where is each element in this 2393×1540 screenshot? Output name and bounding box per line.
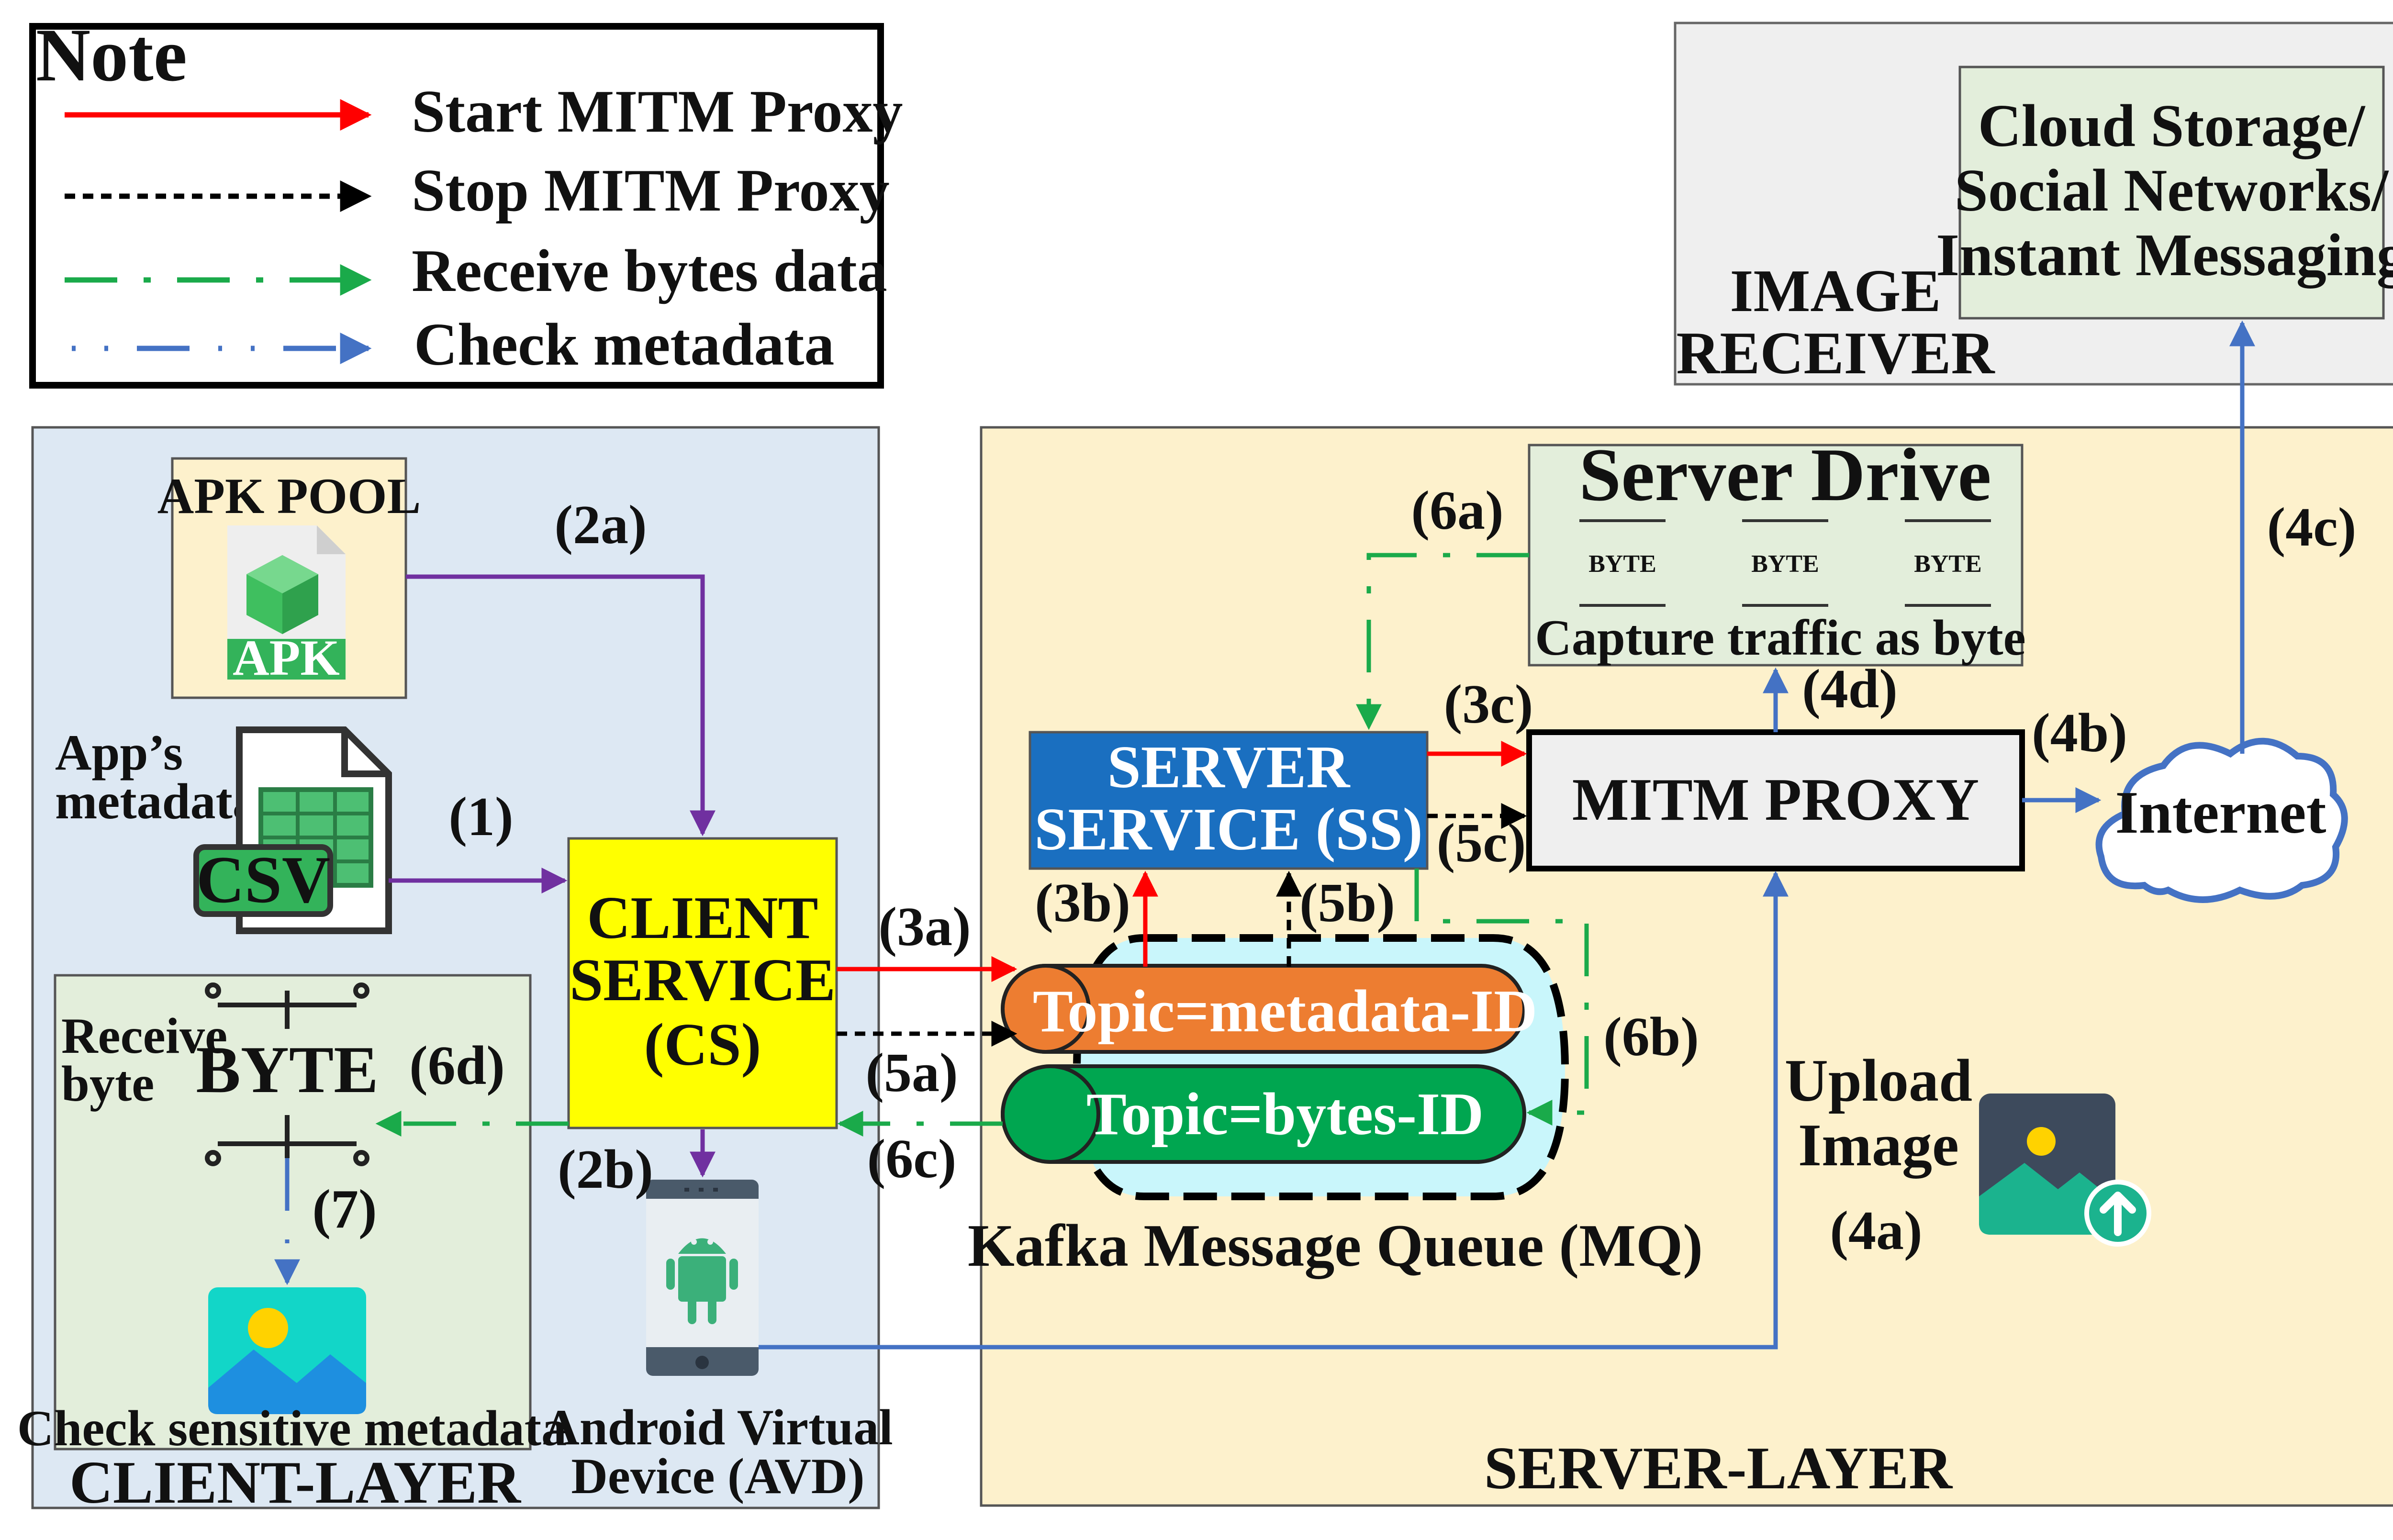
byte-chip-label: BYTE — [196, 1033, 378, 1107]
step-label-6b: (6b) — [1603, 1006, 1699, 1068]
cloud-services-box — [1958, 66, 2385, 320]
arrow-4a — [759, 870, 1789, 1350]
arrows — [274, 320, 2255, 1350]
avd-line1: Android Virtual — [543, 1399, 893, 1455]
legend: Note Start MITM Proxy Stop MITM Proxy Re… — [29, 13, 903, 389]
server-layer-label: SERVER-LAYER — [1484, 1435, 1953, 1502]
step-label-4a: (4a) — [1830, 1200, 1922, 1261]
step-label-4c: (4c) — [2267, 497, 2357, 558]
topic-bytes-label: Topic=bytes-ID — [1086, 1081, 1484, 1148]
apk-pool-label: APK POOL — [157, 468, 421, 524]
server-layer: SERVER-LAYER Server Drive BYTE BYTE BYTE… — [968, 426, 2393, 1507]
step-label-3c: (3c) — [1444, 674, 1533, 735]
image-receiver-label-line2: RECEIVER — [1676, 320, 1995, 387]
server-drive-title: Server Drive — [1579, 433, 1991, 517]
arrow-6b — [1414, 869, 1589, 1126]
step-label-3a: (3a) — [878, 896, 971, 958]
step-label-1: (1) — [448, 786, 513, 848]
step-label-3b: (3b) — [1035, 872, 1130, 934]
arrow-2a — [406, 574, 716, 837]
byte-chip-label: BYTE — [1588, 550, 1656, 578]
cloud-services-line2: Social Networks/ — [1955, 157, 2389, 224]
legend-label-check: Check metadata — [414, 312, 834, 378]
legend-label-start: Start MITM Proxy — [412, 78, 903, 145]
byte-chip-icon: BYTE — [1579, 519, 1666, 607]
check-sensitive-label: Check sensitive metadata — [17, 1400, 567, 1456]
step-label-6d: (6d) — [409, 1035, 505, 1096]
topic-metadata-label: Topic=metadata-ID — [1033, 978, 1537, 1045]
internet-label: Internet — [2115, 780, 2326, 846]
kafka-label: Kafka Message Queue (MQ) — [968, 1213, 1703, 1279]
server-service-line1: SERVER — [1107, 734, 1351, 801]
step-label-2b: (2b) — [558, 1139, 653, 1200]
apk-file-icon: APK — [227, 525, 346, 686]
app-metadata-line1: App’s — [55, 725, 183, 781]
step-label-5c: (5c) — [1437, 813, 1526, 874]
client-service-line2: SERVICE — [570, 947, 836, 1014]
legend-label-receive: Receive bytes data — [412, 238, 887, 304]
server-service-line2: SERVICE (SS) — [1034, 796, 1422, 863]
step-label-6a: (6a) — [1411, 480, 1503, 541]
server-service-box — [1029, 731, 1429, 870]
byte-chip-icon: BYTE — [1742, 519, 1828, 607]
server-drive-byte-icons: BYTE BYTE BYTE — [1579, 519, 1991, 607]
legend-title: Note — [36, 13, 187, 97]
receive-byte-line1: Receive — [61, 1008, 227, 1064]
apk-icon-label: APK — [233, 630, 340, 686]
app-metadata-line2: metadata — [55, 773, 258, 829]
step-label-2a: (2a) — [554, 494, 647, 556]
avd-line2: Device (AVD) — [571, 1448, 864, 1504]
step-label-5b: (5b) — [1299, 872, 1395, 934]
byte-chip-icon: BYTE — [1905, 519, 1991, 607]
arrow-6a — [1356, 553, 1529, 730]
cloud-services-line1: Cloud Storage/ — [1978, 93, 2366, 159]
legend-label-stop: Stop MITM Proxy — [412, 157, 890, 224]
upload-image-line2: Image — [1798, 1112, 1959, 1179]
topic-bytes-cap — [1001, 1064, 1100, 1164]
step-label-4d: (4d) — [1802, 658, 1898, 720]
receive-byte-line2: byte — [61, 1056, 154, 1112]
internet-cloud: Internet — [2095, 737, 2348, 903]
server-drive-caption: Capture traffic as byte — [1535, 610, 2025, 666]
step-label-7: (7) — [312, 1179, 377, 1240]
upload-image-line1: Upload — [1785, 1048, 1972, 1114]
server-drive-box — [1528, 444, 2024, 667]
upload-image-icon — [1979, 1094, 2151, 1247]
mitm-proxy-label: MITM PROXY — [1572, 767, 1979, 833]
byte-chip-icon: BYTE — [196, 982, 379, 1166]
android-phone-icon — [646, 1180, 759, 1376]
image-receiver-label-line1: IMAGE — [1730, 258, 1941, 324]
legend-box — [29, 23, 884, 389]
client-layer: CLIENT-LAYER APK POOL APK App’s metadata — [17, 426, 893, 1516]
client-service-line1: CLIENT — [587, 885, 818, 951]
client-layer-label: CLIENT-LAYER — [69, 1450, 522, 1516]
csv-file-icon: CSV — [193, 726, 392, 934]
step-labels: (1) (2a) (2b) (3a) (3b) (3c) (4a) (4b) (… — [312, 480, 2356, 1261]
cloud-services-line3: Instant Messaging — [1936, 222, 2393, 289]
image-receiver: Cloud Storage/ Social Networks/ Instant … — [1674, 22, 2393, 387]
byte-chip-label: BYTE — [1751, 550, 1819, 578]
topic-metadata-cap — [1001, 964, 1091, 1054]
csv-icon-label: CSV — [196, 843, 330, 917]
step-label-4b: (4b) — [2032, 703, 2127, 764]
byte-chip-label: BYTE — [1914, 550, 1982, 578]
step-label-6c: (6c) — [867, 1128, 957, 1190]
client-service-box — [567, 837, 838, 1129]
client-service-line3: (CS) — [644, 1012, 761, 1078]
step-label-5a: (5a) — [865, 1042, 958, 1104]
sensitive-image-icon — [208, 1287, 366, 1414]
